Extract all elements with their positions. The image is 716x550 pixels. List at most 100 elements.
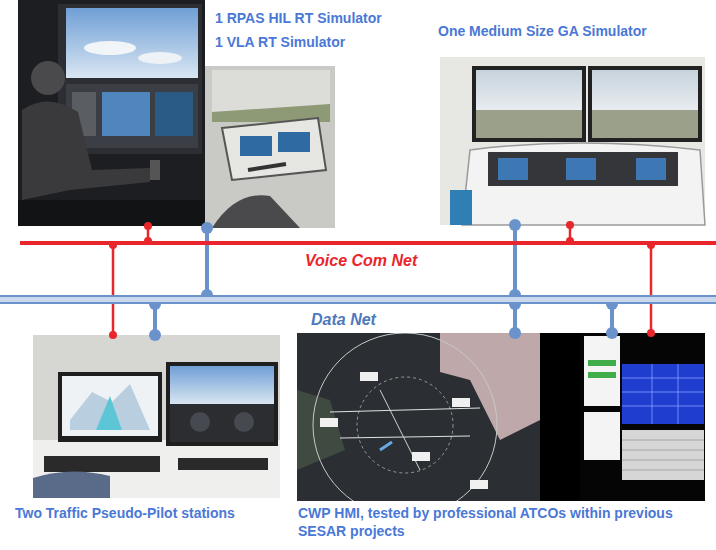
form-panel xyxy=(584,336,620,406)
network-link xyxy=(606,298,618,339)
track-label xyxy=(320,418,338,427)
display xyxy=(240,136,272,156)
joystick xyxy=(150,160,160,180)
floor xyxy=(18,200,205,226)
caption: 1 VLA RT Simulator xyxy=(215,34,345,52)
display xyxy=(636,158,666,180)
screen xyxy=(212,70,330,122)
monitor-frame xyxy=(588,66,702,142)
photo-ground xyxy=(205,66,335,228)
caption: CWP HMI, tested by professional ATCOs wi… xyxy=(298,505,683,540)
network-link xyxy=(647,241,655,337)
route xyxy=(340,436,470,438)
instrument-panel xyxy=(66,84,198,148)
junction-dot xyxy=(606,327,618,339)
junction-dot xyxy=(144,222,152,230)
photo-panel: CWP HMI, tested by professional ATCOs wi… xyxy=(297,333,705,501)
display xyxy=(498,158,528,180)
photo-panel: 1 VLA RT Simulator xyxy=(205,66,335,228)
cockpit-body xyxy=(462,143,705,225)
network-band: Data Net xyxy=(0,295,716,304)
track-label xyxy=(470,480,488,489)
junction-dot xyxy=(109,331,117,339)
track-label xyxy=(452,398,470,407)
pilot-body xyxy=(22,101,150,200)
photo-ground xyxy=(440,57,705,225)
terrain-area xyxy=(297,390,345,470)
photo-ground xyxy=(33,335,280,498)
network-link xyxy=(149,298,161,341)
track-label xyxy=(360,372,378,381)
map-sector xyxy=(96,396,122,430)
flight-table xyxy=(622,364,704,424)
cockpit-frame xyxy=(222,118,326,180)
form-field xyxy=(588,360,616,366)
display xyxy=(566,158,596,180)
caption: 1 RPAS HIL RT Simulator xyxy=(215,10,382,28)
desk xyxy=(33,440,280,498)
pilot-head xyxy=(31,61,65,95)
table-grid xyxy=(622,440,704,470)
junction-dot xyxy=(201,222,213,234)
gauge xyxy=(190,412,210,432)
junction-dot xyxy=(509,219,521,231)
range-ring xyxy=(313,333,497,501)
sky-screen xyxy=(592,70,698,110)
pilot xyxy=(212,195,300,228)
yoke xyxy=(248,164,286,170)
table-grid xyxy=(622,364,704,424)
photo-panel: 1 RPAS HIL RT Simulator xyxy=(18,0,205,226)
link-line xyxy=(650,245,653,333)
track-label xyxy=(412,452,430,461)
junction-dot xyxy=(149,329,161,341)
aircraft-track xyxy=(380,442,392,450)
sky-screen xyxy=(170,366,274,404)
map-screen xyxy=(62,376,158,436)
radar-ground xyxy=(297,333,540,501)
instrument-panel xyxy=(170,404,274,442)
link-line xyxy=(513,225,517,295)
form-panel xyxy=(584,412,620,460)
monitor-frame xyxy=(58,372,162,442)
monitor-frame xyxy=(166,362,278,446)
cloud xyxy=(84,41,136,55)
display xyxy=(155,92,193,136)
network-label: Voice Com Net xyxy=(302,251,420,271)
route xyxy=(330,408,480,412)
sky-screen xyxy=(66,8,198,78)
sky-screen xyxy=(476,70,582,110)
cloud xyxy=(138,52,182,64)
link-line xyxy=(112,245,115,335)
junction-dot xyxy=(509,327,521,339)
caption: One Medium Size GA Simulator xyxy=(438,23,647,41)
operator-arm xyxy=(33,471,110,498)
side-panel xyxy=(580,333,705,501)
form-field xyxy=(588,372,616,378)
screen-gap xyxy=(540,333,580,501)
ground-view xyxy=(592,110,698,138)
photo-ground xyxy=(18,0,205,226)
junction-dot xyxy=(566,221,574,229)
network-link xyxy=(509,219,521,301)
instrument-panel xyxy=(488,152,678,186)
range-ring xyxy=(357,377,453,473)
network-link xyxy=(109,241,117,339)
network-label: Data Net xyxy=(308,310,379,330)
display xyxy=(278,132,310,152)
link-line xyxy=(205,228,209,295)
network-link xyxy=(509,298,521,339)
monitor-frame xyxy=(472,66,586,142)
keyboard xyxy=(178,458,268,470)
display xyxy=(102,92,150,136)
ground-view xyxy=(476,110,582,138)
network-band: Voice Com Net xyxy=(20,241,716,245)
caption: Two Traffic Pseudo-Pilot stations xyxy=(15,505,235,523)
photo-panel: One Medium Size GA Simulator xyxy=(440,57,705,225)
strip-table xyxy=(622,430,704,480)
network-link xyxy=(201,222,213,301)
photo-panel: Two Traffic Pseudo-Pilot stations xyxy=(33,335,280,498)
restricted-area xyxy=(440,333,540,440)
